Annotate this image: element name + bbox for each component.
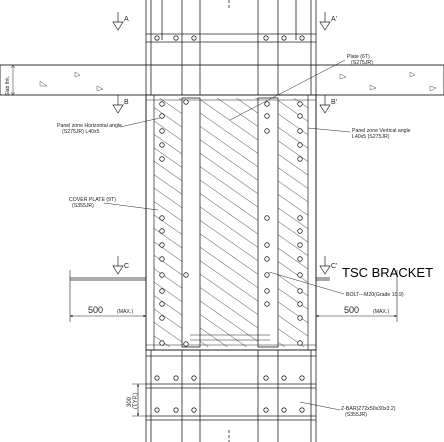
dimension-value-right: 500 [344,305,359,315]
slab-thickness-label: Slab thk. [5,76,11,96]
upper-bolts [154,35,305,41]
dimension-value-left: 500 [88,305,103,315]
panel-zone-bolts [159,99,303,347]
leader-lines [103,59,351,411]
z-bar-material-label: (S355JR) [345,412,367,418]
dimension-unit-right: (MAX.) [373,309,389,315]
section-mark-a-right: A' [319,12,337,31]
panel-zone-horizontal-spec: (S275JR) L40x5 [62,129,100,135]
cover-plate-material-label: (S355JR) [72,203,94,209]
beam-outlines [70,277,330,281]
z-bar-label: Z-BAR(Z72x50x30x3.2) [341,406,396,412]
section-mark-b-left: B [112,95,129,114]
bolt-label: BOLT---M20(Grade 10.9) [346,292,404,298]
panel-zone-horizontal-label: Panel zone Horizontal angle [57,123,122,129]
section-mark-c-left: C [112,256,129,275]
panel-zone-vertical-spec: L40x5 (S275JR) [352,134,390,140]
plate-material-label: (S275JR) [351,60,373,66]
dimension-unit-vertical: (TYP.) [133,392,139,409]
section-mark-a-left: A [112,12,129,31]
z-bar-bolts [154,375,305,413]
plate-label: Plate (6T) [347,54,370,60]
section-mark-b-right: B' [319,95,337,114]
section-label-a-prime: A' [331,16,337,23]
panel-zone [145,94,317,351]
tsc-bracket-title: TSC BRACKET [342,265,433,280]
section-label-b-prime: B' [331,99,337,106]
dimension-value-vertical: 300 [127,396,133,407]
slab: Slab thk. [0,64,444,96]
lower-column [145,350,317,442]
column-through-slab [145,65,317,95]
section-label-c-prime: C' [331,263,337,270]
dimension-500-right: 500 (MAX.) [315,270,398,322]
section-mark-c-right: C' [319,256,337,275]
dimension-500-left: 500 (MAX.) [69,270,147,322]
section-label-a: A [124,16,129,23]
upper-column [145,0,317,65]
dimension-unit-left: (MAX.) [117,309,133,315]
section-label-c: C [124,263,129,270]
cover-plate-label: COVER PLATE (9T) [69,197,116,203]
section-label-b: B [124,99,129,106]
panel-zone-vertical-label: Panel zone Vertical angle [352,128,411,134]
dimension-300-typ: 300 (TYP.) [127,383,146,417]
